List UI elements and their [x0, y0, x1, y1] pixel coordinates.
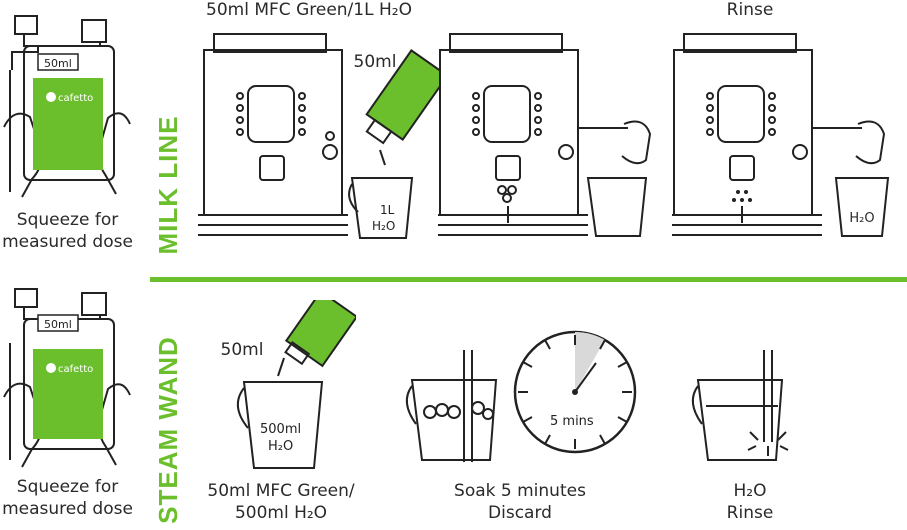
step2-caption-line2: Discard [488, 503, 552, 523]
milk-step1-title: 50ml MFC Green/1L H₂O [206, 0, 412, 20]
jug-water-label: H₂O [372, 219, 395, 233]
steam-wand-soak-illustration [405, 350, 498, 462]
bottle-tag-label: 50ml [44, 57, 72, 70]
rinse-jug-label: H₂O [849, 211, 875, 226]
jug-water-label: H₂O [268, 439, 293, 454]
step1-caption-line2: 500ml H₂O [234, 503, 328, 523]
milk-step3-title: Rinse [726, 0, 774, 20]
steam-wand-section-label: STEAM WAND [153, 336, 183, 524]
espresso-machine-cleaning-illustration [438, 33, 652, 237]
cafetto-bottle-illustration: cafetto 50ml [3, 288, 131, 468]
cafetto-bottle-illustration: cafetto 50ml [3, 15, 131, 198]
jug-icon: 1L H₂O [348, 177, 414, 239]
pouring-bottle-icon [365, 49, 440, 166]
espresso-machine-rinse-illustration [672, 33, 890, 237]
jug-icon: 500ml H₂O [237, 381, 324, 469]
step3-caption-line2: Rinse [726, 503, 774, 523]
bottle-tag-label: 50ml [44, 318, 72, 331]
steam-wand-rinse-illustration [691, 350, 789, 461]
bottle-caption-line1: Squeeze for [16, 210, 119, 230]
pouring-bottle-icon [277, 300, 356, 377]
bottle-caption-line2: measured dose [2, 499, 133, 519]
milk-line-section-label: MILK LINE [153, 115, 183, 255]
brand-logo-text: cafetto [58, 364, 93, 375]
bottle-caption-line2: measured dose [2, 232, 133, 252]
step2-caption-line1: Soak 5 minutes [454, 481, 586, 501]
brand-logo-text: cafetto [58, 93, 93, 104]
espresso-machine-illustration [198, 33, 348, 236]
pour-amount-label: 50ml [220, 340, 264, 360]
timer-label: 5 mins [550, 414, 594, 429]
step1-caption-line1: 50ml MFC Green/ [207, 481, 355, 501]
timer-clock-icon: 5 mins [513, 330, 637, 454]
bottle-caption-line1: Squeeze for [16, 477, 119, 497]
jug-volume-label: 500ml [260, 422, 301, 437]
jug-volume-label: 1L [380, 203, 395, 217]
section-divider [150, 277, 907, 282]
step3-caption-line1: H₂O [733, 481, 767, 501]
pour-amount-label: 50ml [353, 52, 397, 72]
